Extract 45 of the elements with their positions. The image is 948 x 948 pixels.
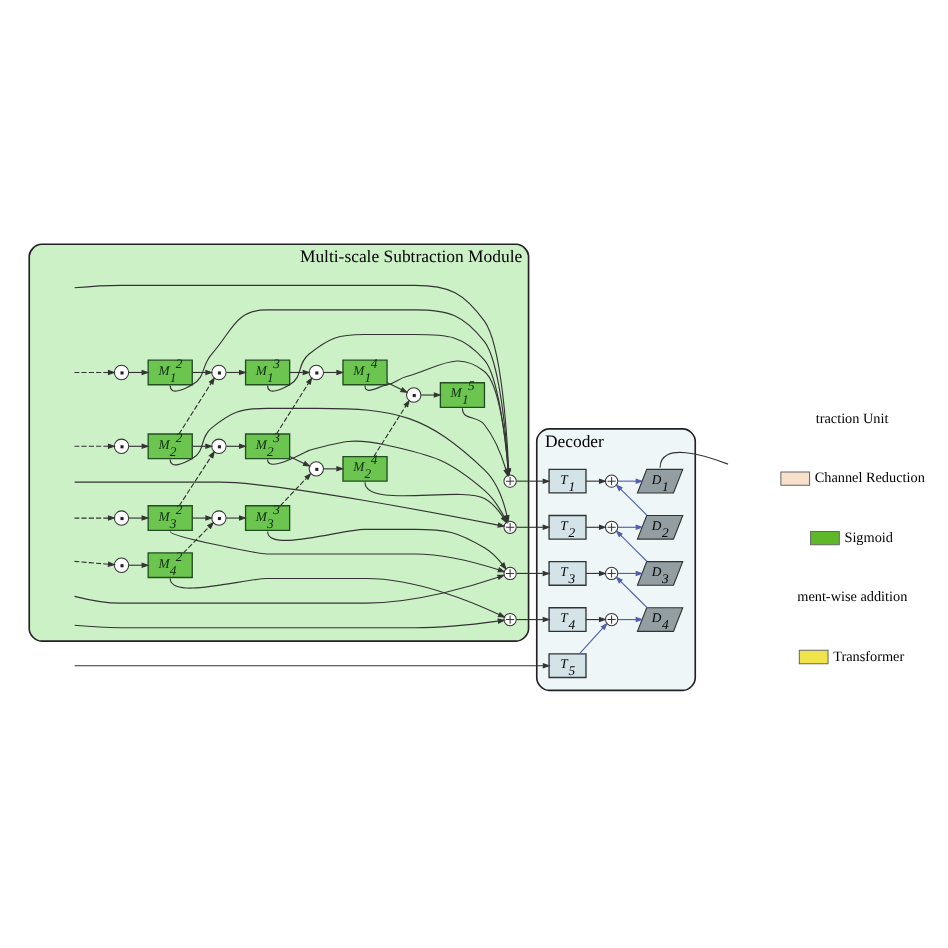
- arrow: [169, 577, 506, 623]
- arrow: [73, 559, 116, 566]
- arrow: [191, 514, 214, 520]
- arrow: [178, 449, 216, 506]
- arrow: [169, 529, 506, 580]
- arrow: [279, 471, 312, 506]
- arrow: [516, 523, 551, 530]
- arrow: [182, 520, 215, 553]
- arrow: [386, 381, 409, 392]
- node-circle: [113, 363, 130, 380]
- node-circle: [211, 509, 227, 525]
- node-circle: [211, 437, 227, 453]
- arrow: [615, 575, 648, 608]
- arrow: [617, 569, 644, 576]
- arrow: [74, 610, 506, 628]
- node-circle: [308, 460, 324, 476]
- arrow: [73, 514, 116, 520]
- arrow: [516, 615, 551, 622]
- node-circle: [113, 556, 130, 572]
- arrow: [73, 566, 506, 603]
- arrow: [128, 514, 150, 520]
- node-circle: [113, 437, 130, 453]
- arrow: [276, 375, 313, 434]
- arrow: [615, 529, 648, 562]
- arrow: [178, 375, 216, 434]
- node-circle: [113, 509, 130, 525]
- arrow: [516, 477, 551, 483]
- arrow: [73, 442, 116, 449]
- arrow: [615, 482, 648, 515]
- node-circle: [406, 386, 422, 402]
- arrow: [73, 368, 116, 375]
- arrow: [267, 527, 507, 570]
- arrow: [74, 661, 551, 668]
- arrow: [420, 391, 442, 397]
- arrow: [225, 514, 247, 520]
- arrow: [516, 569, 551, 576]
- arrow: [579, 621, 608, 654]
- arrow: [373, 398, 410, 456]
- arrow: [617, 477, 644, 483]
- node-circle: [308, 363, 324, 380]
- connector: [659, 450, 729, 468]
- arrow: [617, 523, 644, 530]
- arrow: [289, 454, 311, 466]
- arrow: [617, 615, 644, 622]
- node-circle: [211, 363, 227, 380]
